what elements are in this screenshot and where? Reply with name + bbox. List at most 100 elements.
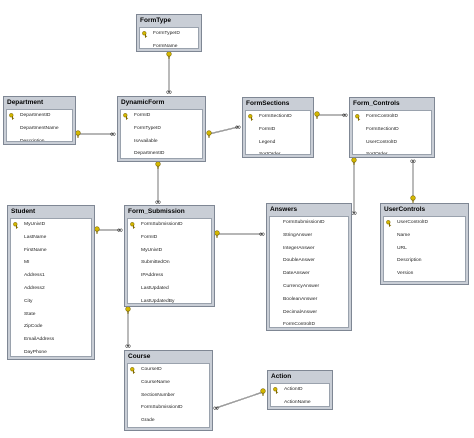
field-row[interactable]: DoubleAnswer <box>270 255 348 268</box>
field-row[interactable]: FormSubmissionID <box>128 402 209 415</box>
key-icon <box>155 161 161 169</box>
field-row[interactable]: MyUnivID <box>11 219 91 232</box>
field-row[interactable]: FormControlID <box>353 111 431 124</box>
field-name: LastUpdatedBy <box>141 298 175 304</box>
field-row[interactable]: Name <box>384 230 465 243</box>
field-list: FormTypeID FormName <box>139 27 199 49</box>
infinity-icon: ∞ <box>410 156 417 165</box>
field-row[interactable]: Description <box>384 255 465 268</box>
infinity-icon: ∞ <box>155 197 162 206</box>
field-list: ActionID ActionName <box>270 383 330 407</box>
field-row[interactable]: LastName <box>11 232 91 245</box>
field-row[interactable]: Address2 <box>11 283 91 296</box>
field-row[interactable]: ActionName <box>271 397 329 406</box>
field-row[interactable]: CourseID <box>128 364 209 377</box>
field-row[interactable]: BooleanAnswer <box>270 294 348 307</box>
key-icon <box>351 157 357 165</box>
field-name: FormID <box>259 126 276 132</box>
field-row[interactable]: CurrencyAnswer <box>270 281 348 294</box>
field-row[interactable]: SectionNumber <box>128 390 209 403</box>
field-row[interactable]: UserControlID <box>384 217 465 230</box>
field-name: IsAvailable <box>134 138 158 144</box>
relationship-line: ∞ <box>75 129 117 138</box>
field-row[interactable]: MyUnivID <box>128 245 211 258</box>
field-row[interactable]: FormID <box>128 232 211 245</box>
field-row[interactable]: DayPhone <box>11 347 91 356</box>
relationship-line: ∞ <box>410 156 417 203</box>
field-row[interactable]: ActionID <box>271 384 329 397</box>
field-row[interactable]: FormSubmissionID <box>270 217 348 230</box>
field-row[interactable]: DepartmentID <box>7 110 72 123</box>
field-row[interactable]: Description <box>7 136 72 142</box>
key-icon <box>94 226 100 234</box>
field-name: SortOrder <box>366 152 388 155</box>
field-name: ActionID <box>284 387 303 392</box>
relationship-line: ∞ <box>213 388 266 412</box>
field-row[interactable]: SortOrder <box>246 149 310 155</box>
table-title: Department <box>7 99 44 106</box>
field-row[interactable]: FormName <box>140 41 198 49</box>
table-title: Student <box>11 208 36 215</box>
field-row[interactable]: FormControlID <box>270 319 348 327</box>
field-row[interactable]: FormID <box>121 110 202 123</box>
field-row[interactable]: CourseName <box>128 377 209 390</box>
field-row[interactable]: URL <box>384 243 465 256</box>
field-row[interactable]: Address1 <box>11 270 91 283</box>
field-name: Description <box>20 138 45 142</box>
field-row[interactable]: LastUpdated <box>128 283 211 296</box>
field-name: SortOrder <box>259 152 281 155</box>
relationship-line: ∞ <box>214 229 266 238</box>
infinity-icon: ∞ <box>110 129 117 138</box>
field-row[interactable]: DateAnswer <box>270 268 348 281</box>
field-row[interactable]: DecimalAnswer <box>270 307 348 320</box>
field-row[interactable]: EmailAddress <box>11 334 91 347</box>
table-title: UserControls <box>384 206 426 213</box>
field-row[interactable]: DepartmentID <box>121 148 202 158</box>
field-row[interactable]: StringAnswer <box>270 230 348 243</box>
field-row[interactable]: DepartmentName <box>7 123 72 136</box>
field-row[interactable]: LastUpdatedBy <box>128 296 211 304</box>
field-name: IPAddress <box>141 273 164 279</box>
field-row[interactable]: IPAddress <box>128 270 211 283</box>
field-row[interactable]: State <box>11 309 91 322</box>
field-row[interactable]: FormSectionID <box>246 111 310 124</box>
field-row[interactable]: FormTypeID <box>140 28 198 41</box>
field-row[interactable]: FormID <box>246 124 310 137</box>
field-row[interactable]: FormSubmissionID <box>128 219 211 232</box>
field-row[interactable]: Grade <box>128 415 209 427</box>
field-name: FormSubmissionID <box>283 220 325 225</box>
field-row[interactable]: City <box>11 296 91 309</box>
field-row[interactable]: FirstName <box>11 245 91 258</box>
field-name: DateAnswer <box>283 271 310 277</box>
infinity-icon: ∞ <box>213 403 220 412</box>
field-row[interactable]: ZipCode <box>11 321 91 334</box>
field-row[interactable]: FormSectionID <box>353 124 431 137</box>
field-name: FormSectionID <box>259 114 292 119</box>
field-name: MyUnivID <box>141 247 163 253</box>
field-row[interactable]: FormTypeID <box>121 123 202 136</box>
field-row[interactable]: Legend <box>246 137 310 150</box>
field-row[interactable]: SortOrder <box>353 149 431 155</box>
field-list: FormIDFormTypeIDIsAvailableDepartmentIDA… <box>120 109 203 159</box>
field-row[interactable]: MI <box>11 257 91 270</box>
field-name: StringAnswer <box>283 232 313 238</box>
field-name: FormName <box>153 43 178 49</box>
field-row[interactable]: IsAvailable <box>121 136 202 149</box>
field-name: EmailAddress <box>24 337 55 343</box>
infinity-icon: ∞ <box>259 229 266 238</box>
field-row[interactable]: IntegerAnswer <box>270 243 348 256</box>
field-row[interactable]: SubmittedOn <box>128 257 211 270</box>
field-row[interactable]: UserControlID <box>353 137 431 150</box>
field-row[interactable]: Version <box>384 268 465 281</box>
